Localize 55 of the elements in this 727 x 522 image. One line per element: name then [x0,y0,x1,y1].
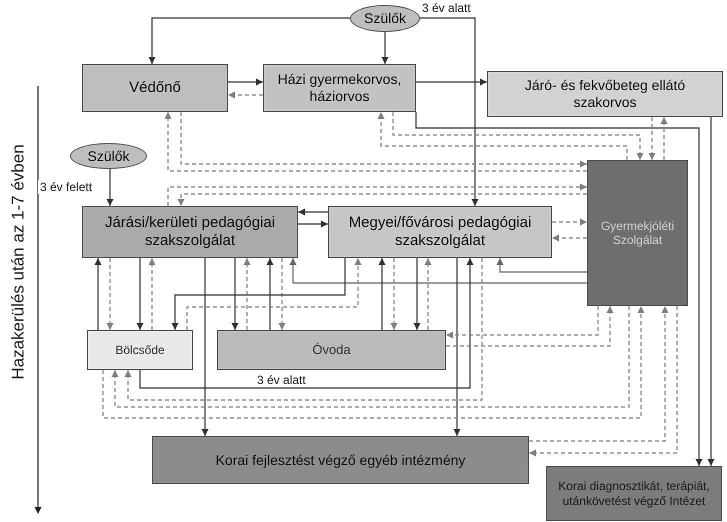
arrow [278,258,286,330]
edge-label: 3 év alatt [255,373,308,387]
arrow [266,258,274,330]
arrow [420,17,478,206]
arrow [178,193,587,206]
arrow [228,92,263,98]
edge-label: 3 év felett [38,180,94,194]
process-box: Bölcsőde [87,330,193,370]
arrow [202,258,208,436]
timeline-label: Hazakerülés után az 1-7 évben [8,144,28,380]
arrow [298,208,328,216]
arrow [454,258,460,436]
arrow [167,184,587,206]
arrow [416,78,487,86]
arrow [232,258,238,330]
arrow [106,169,114,206]
process-box: Gyermekjóléti Szolgálat [587,160,688,306]
arrow [148,17,350,64]
arrow [172,258,346,330]
arrow [552,218,587,226]
arrow [298,220,328,228]
arrow [186,258,362,330]
ellipse-node: Szülők [350,5,420,32]
arrow [648,117,656,160]
arrow [382,32,388,64]
process-box: Óvoda [217,330,446,370]
arrow [529,306,678,456]
arrow [378,258,386,330]
process-box: Járó- és fekvőbeteg ellátó szakorvos [487,71,723,117]
arrow [136,258,144,330]
process-box: Házi gyermekorvos, háziorvos [263,64,416,112]
process-box: Védőnő [82,64,228,112]
process-box: Megyei/fővárosi pedagógiai szakszolgálat [328,206,552,258]
arrow [290,258,587,284]
arrow [228,78,263,86]
arrow [529,306,668,442]
arrow [415,112,702,466]
process-box: Korai diagnosztikát, terápiát, utánkövetést végző Intézet [546,466,722,521]
process-box: Járási/kerületi pedagógiai szakszolgálat [82,206,298,258]
ellipse-node: Szülők [70,143,147,169]
arrow [390,258,398,330]
arrow [106,258,114,330]
arrow [708,117,714,466]
arrow [496,258,587,273]
process-box: Korai fejlesztést végző egyéb intézmény [152,436,529,484]
arrow [424,258,432,330]
arrow [552,234,587,242]
arrow [244,258,250,330]
arrow [148,258,156,330]
arrow [94,258,102,330]
arrow [446,306,599,338]
edge-label: 3 év alatt [420,1,473,15]
arrow [414,258,420,330]
arrow [446,306,614,347]
arrow [660,117,668,160]
